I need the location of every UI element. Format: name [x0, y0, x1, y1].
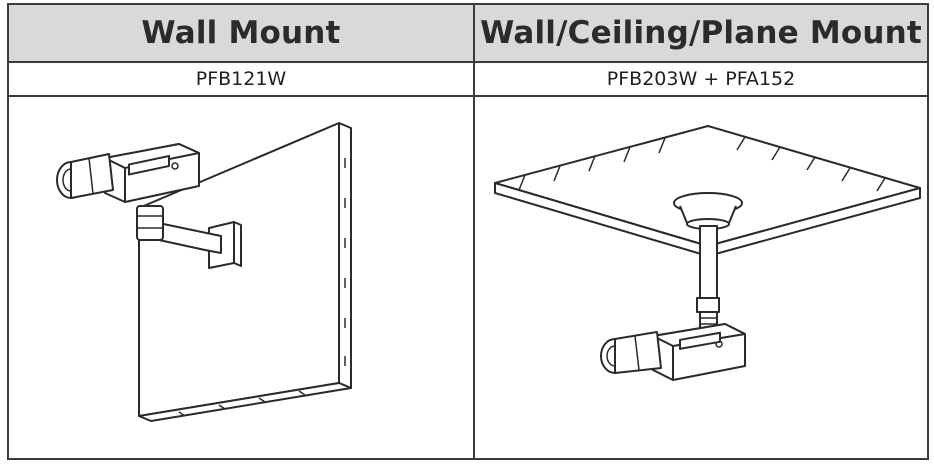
- wall-camera-body: [56, 142, 200, 203]
- wall-mount-heading: Wall Mount: [7, 2, 475, 64]
- header-row: Wall Mount Wall/Ceiling/Plane Mount: [7, 2, 929, 64]
- wall-mount-model: PFB121W: [7, 61, 475, 98]
- ceiling-mount-model: PFB203W + PFA152: [473, 61, 929, 98]
- ceiling-mount-camera-drawing: [494, 124, 921, 381]
- illustration-row: [7, 95, 929, 460]
- ceiling-mount-illustration-cell: [473, 95, 929, 460]
- wall-mount-illustration-cell: [7, 95, 475, 460]
- ceiling-bracket: [673, 191, 743, 331]
- wall-bracket: [136, 204, 242, 269]
- model-row: PFB121W PFB203W + PFA152: [7, 61, 929, 98]
- wall-mount-camera-drawing: [56, 121, 352, 422]
- wall-ceiling-plane-mount-heading: Wall/Ceiling/Plane Mount: [473, 2, 929, 64]
- wall-panel: [138, 121, 352, 422]
- ceiling-camera-body: [600, 322, 746, 381]
- mount-comparison-table: Wall Mount Wall/Ceiling/Plane Mount PFB1…: [7, 2, 929, 460]
